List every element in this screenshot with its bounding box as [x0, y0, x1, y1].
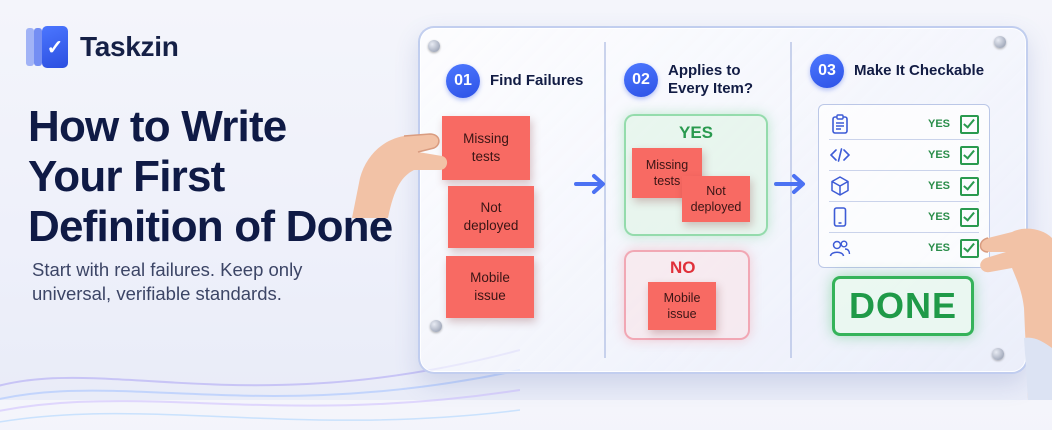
subtitle-line: Start with real failures. Keep only [32, 259, 303, 280]
sticky-note-mobile-issue[interactable]: Mobile issue [648, 282, 716, 330]
clipboard-icon [829, 113, 851, 135]
brand-name: Taskzin [80, 31, 179, 62]
note-line: tests [653, 174, 681, 188]
step-3-header: 03 Make It Checkable [810, 54, 984, 88]
taskzin-logo: ✓ [26, 26, 70, 68]
checkbox-icon[interactable] [960, 207, 979, 227]
screw [994, 36, 1006, 48]
note-line: Missing [645, 158, 689, 172]
no-label: NO [670, 258, 696, 277]
subtitle: Start with real failures. Keep only univ… [32, 258, 362, 306]
note-line: Not [706, 184, 726, 198]
sticky-note-mobile-issue[interactable]: Mobile issue [446, 256, 534, 318]
step-title-line: Every Item? [668, 80, 754, 97]
checkbox-icon[interactable] [960, 238, 979, 258]
page-title: How to Write Your First Definition of Do… [28, 102, 408, 252]
note-line: deployed [690, 200, 742, 214]
arrow-right-icon [774, 174, 805, 194]
column-divider [604, 42, 606, 358]
checklist-row[interactable]: YES [829, 233, 979, 263]
status-yes: YES [927, 118, 950, 130]
note-line: issue [474, 288, 506, 303]
status-yes: YES [927, 180, 950, 192]
step-title-line: Find Failures [490, 72, 584, 89]
title-line: Definition of Done [28, 202, 393, 251]
step-number: 03 [810, 54, 844, 88]
screw [992, 348, 1004, 360]
step-title: Make It Checkable [854, 62, 984, 80]
check-icon: ✓ [42, 26, 68, 68]
note-line: issue [667, 307, 697, 321]
checklist-row[interactable]: YES [829, 109, 979, 140]
checkbox-icon[interactable] [960, 176, 979, 196]
code-icon [829, 144, 851, 166]
column-divider [790, 42, 792, 358]
cube-icon [829, 175, 851, 197]
subtitle-line: universal, verifiable standards. [32, 283, 282, 304]
step-title: Applies to Every Item? [668, 62, 753, 98]
checkbox-icon[interactable] [960, 145, 979, 165]
status-yes: YES [927, 149, 950, 161]
sticky-note-not-deployed[interactable]: Not deployed [448, 186, 534, 248]
title-line: Your First [28, 152, 225, 201]
hand-right [979, 228, 1052, 400]
screw [430, 320, 442, 332]
hand-left [352, 133, 448, 218]
done-stamp: DONE [832, 276, 974, 336]
screw [428, 40, 440, 52]
checklist-row[interactable]: YES [829, 171, 979, 202]
step-1-header: 01 Find Failures [446, 64, 583, 98]
mobile-icon [829, 206, 851, 228]
checklist-row[interactable]: YES [829, 140, 979, 171]
sticky-note-not-deployed[interactable]: Not deployed [682, 176, 750, 222]
note-line: Mobile [663, 291, 701, 305]
step-number: 01 [446, 64, 480, 98]
step-number: 02 [624, 63, 658, 97]
checklist-panel: YES YES YES YES YES [818, 104, 990, 268]
step-title-line: Applies to [668, 62, 741, 79]
note-line: tests [471, 149, 501, 164]
arrow-right-icon [574, 174, 605, 194]
brand[interactable]: ✓ Taskzin [26, 26, 179, 68]
note-line: deployed [463, 218, 519, 233]
sticky-note-missing-tests[interactable]: Missing tests [442, 116, 530, 180]
users-icon [829, 237, 851, 259]
note-line: Not [480, 200, 502, 215]
step-title: Find Failures [490, 72, 583, 90]
note-line: Mobile [470, 270, 510, 285]
step-2-header: 02 Applies to Every Item? [624, 62, 753, 98]
title-line: How to Write [28, 102, 287, 151]
checklist-row[interactable]: YES [829, 202, 979, 233]
step-title-line: Make It Checkable [854, 62, 985, 79]
status-yes: YES [927, 242, 950, 254]
yes-label: YES [679, 123, 714, 142]
status-yes: YES [927, 211, 950, 223]
note-line: Missing [463, 131, 509, 146]
checkbox-icon[interactable] [960, 114, 979, 134]
